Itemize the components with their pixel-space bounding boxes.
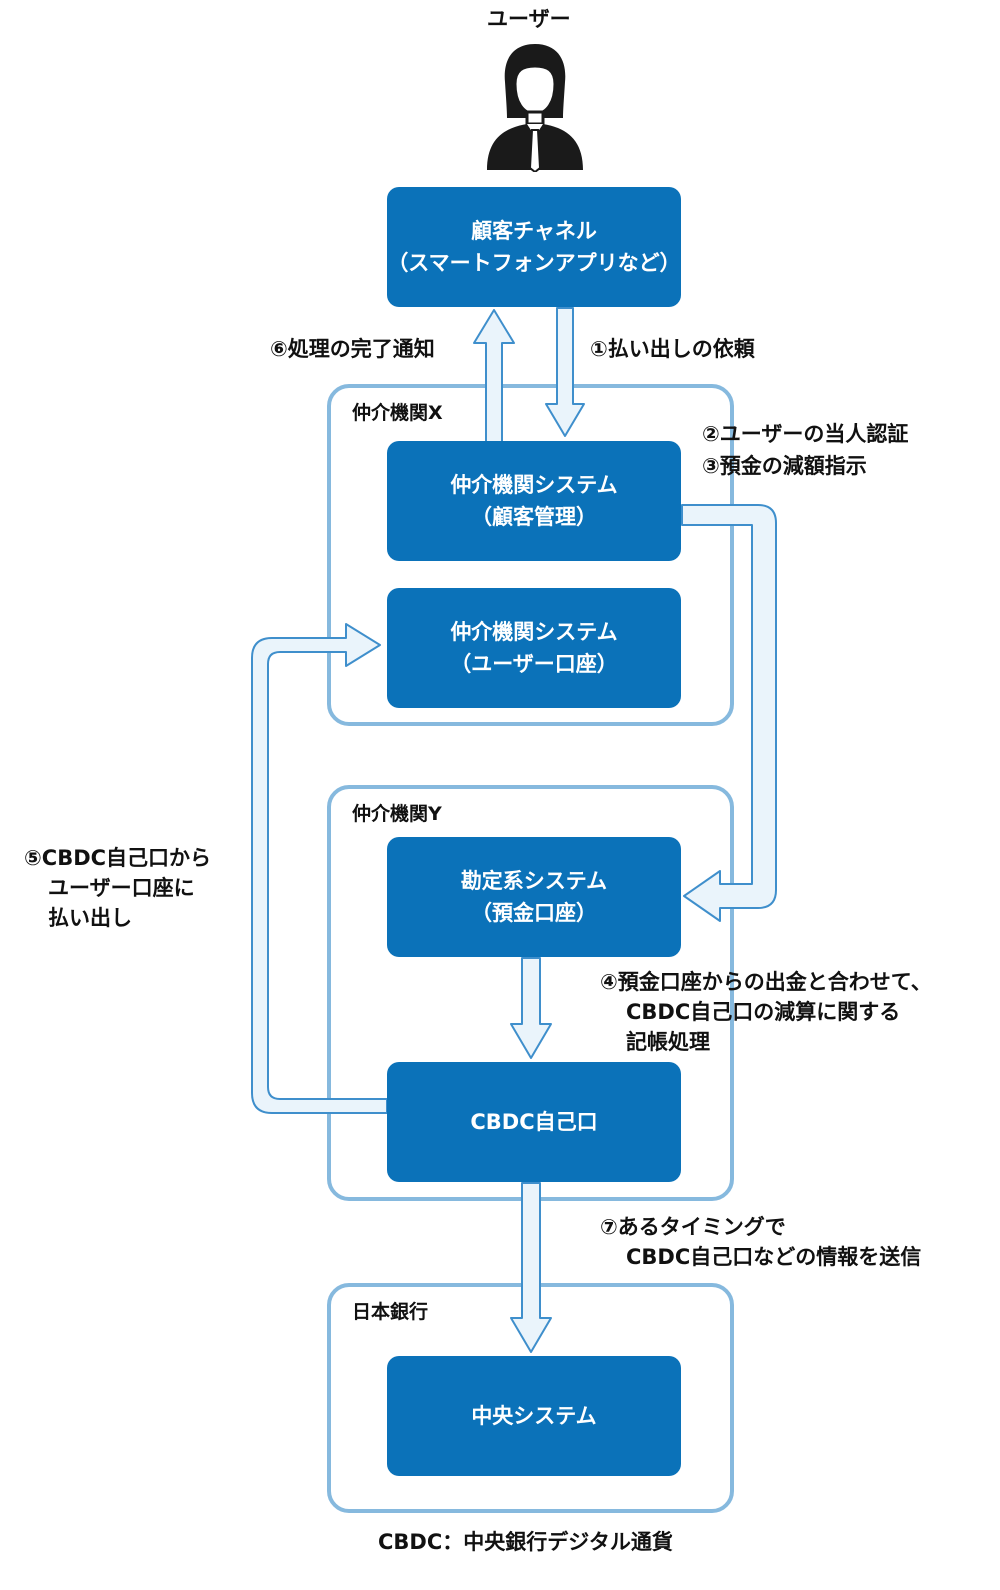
arrow-payout	[251, 623, 388, 1114]
step-1-label: ①払い出しの依頼	[590, 337, 755, 361]
user-icon	[487, 44, 583, 172]
box-customer-channel: 顧客チャネル （スマートフォンアプリなど）	[387, 187, 681, 307]
group-title-boj: 日本銀行	[352, 1301, 429, 1323]
footnote: CBDC：中央銀行デジタル通貨	[378, 1530, 673, 1554]
box-cbdc-own-account: CBDC自己口	[387, 1062, 681, 1182]
arrow-instruction	[681, 504, 777, 922]
step-6-label: ⑥処理の完了通知	[270, 337, 435, 361]
step-4-label: ④預金口座からの出金と合わせて、 CBDC自己口の減算に関する 記帳処理	[600, 970, 932, 1054]
step-2-label: ②ユーザーの当人認証	[702, 422, 909, 446]
box-x-user-account: 仲介機関システム （ユーザー口座）	[387, 588, 681, 708]
arrow-request	[545, 307, 585, 437]
group-frame-x	[327, 384, 734, 726]
step-5-label: ⑤CBDC自己口から ユーザー口座に 払い出し	[24, 846, 212, 930]
arrow-completion	[473, 309, 515, 443]
step-7-label: ⑦あるタイミングで CBDC自己口などの情報を送信	[600, 1215, 922, 1269]
user-label: ユーザー	[487, 7, 571, 31]
box-x-customer-management: 仲介機関システム （顧客管理）	[387, 441, 681, 561]
step-3-label: ③預金の減額指示	[702, 454, 867, 478]
arrow-bookkeeping	[510, 957, 552, 1059]
group-title-x: 仲介機関X	[352, 402, 443, 424]
box-y-ledger-system: 勘定系システム （預金口座）	[387, 837, 681, 957]
group-title-y: 仲介機関Y	[352, 803, 442, 825]
box-central-system: 中央システム	[387, 1356, 681, 1476]
arrow-report	[510, 1182, 552, 1353]
